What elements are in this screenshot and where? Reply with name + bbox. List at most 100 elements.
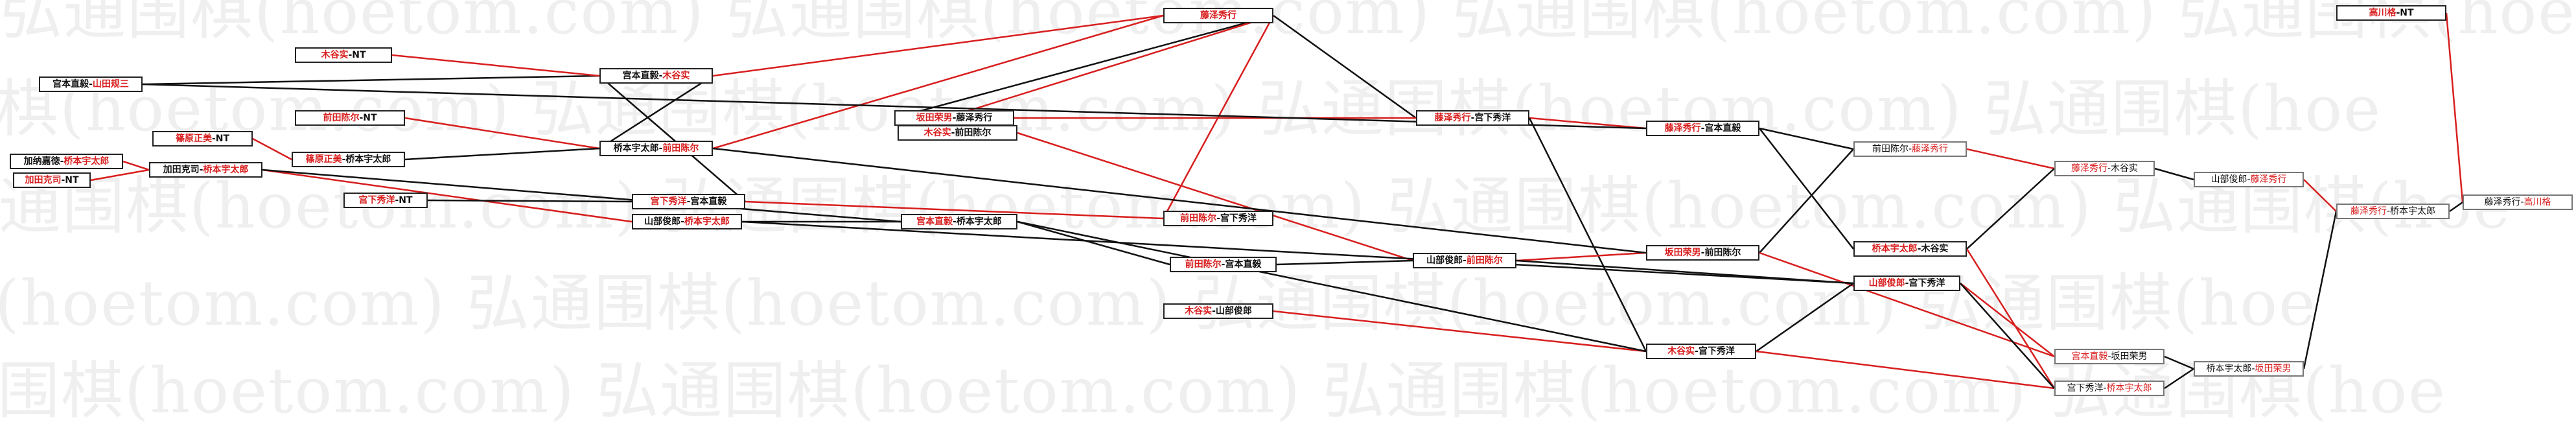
player-a-name: 加纳嘉徳 bbox=[23, 156, 60, 167]
bracket-connector bbox=[391, 54, 600, 77]
player-separator: - bbox=[359, 113, 364, 123]
bracket-connector bbox=[1273, 14, 1417, 119]
player-a-name: 藤泽秀行 bbox=[1200, 10, 1236, 21]
player-separator: - bbox=[61, 175, 65, 185]
match-node: 前田陈尔-宫本直毅 bbox=[1170, 257, 1277, 272]
player-b-name: 前田陈尔 bbox=[662, 143, 699, 154]
match-node: 木谷实-NT bbox=[295, 47, 392, 63]
match-node: 坂田荣男-藤泽秀行 bbox=[894, 110, 1014, 126]
match-node: 桥本宇太郎-坂田荣男 bbox=[2194, 361, 2304, 377]
bracket-connector bbox=[745, 200, 1164, 220]
bracket-connector bbox=[1966, 168, 2055, 250]
player-separator: - bbox=[211, 134, 216, 144]
match-node: 藤泽秀行-桥本宇太郎 bbox=[2336, 204, 2450, 219]
player-separator: - bbox=[1905, 278, 1909, 288]
player-a-name: 宫本直毅 bbox=[916, 217, 953, 227]
bracket-connector bbox=[894, 14, 1274, 119]
match-node: 藤泽秀行-木谷实 bbox=[2054, 161, 2155, 176]
player-a-name: 前田陈尔 bbox=[1185, 259, 1222, 270]
match-node: 宫本直毅-山田规三 bbox=[39, 76, 143, 92]
bracket-connector bbox=[1276, 259, 1413, 266]
player-separator: - bbox=[89, 79, 93, 89]
player-separator: - bbox=[2103, 383, 2107, 393]
match-node: 桥本宇太郎-木谷实 bbox=[1853, 241, 1967, 257]
player-b-name: 桥本宇太郎 bbox=[956, 217, 1002, 227]
match-node: 木谷实-前田陈尔 bbox=[898, 125, 1017, 141]
player-b-name: NT bbox=[2400, 8, 2414, 18]
match-node: 宫本直毅-坂田荣男 bbox=[2054, 349, 2164, 364]
player-b-name: 桥本宇太郎 bbox=[2106, 383, 2152, 393]
match-node: 藤泽秀行-宫下秀洋 bbox=[1416, 110, 1529, 126]
player-b-name: NT bbox=[363, 113, 377, 123]
player-a-name: 加田克司 bbox=[25, 175, 62, 185]
bracket-connector bbox=[2154, 167, 2194, 181]
player-a-name: 山部俊郎 bbox=[2210, 174, 2247, 185]
bracket-connector bbox=[262, 169, 632, 223]
player-separator: - bbox=[953, 217, 957, 227]
player-separator: - bbox=[1908, 144, 1912, 154]
player-b-name: 藤泽秀行 bbox=[2250, 174, 2287, 185]
match-node: 山部俊郎-桥本宇太郎 bbox=[632, 214, 742, 229]
player-separator: - bbox=[686, 196, 691, 207]
bracket-connector bbox=[404, 147, 600, 161]
player-b-name: 宫下秀洋 bbox=[1909, 278, 1945, 288]
match-node: 宫下秀洋-宫本直毅 bbox=[632, 194, 745, 209]
player-separator: - bbox=[342, 154, 346, 165]
player-b-name: 前田陈尔 bbox=[1466, 255, 1503, 266]
player-a-name: 桥本宇太郎 bbox=[1872, 244, 1918, 254]
bracket-connector bbox=[427, 199, 632, 203]
player-a-name: 木谷实 bbox=[1185, 306, 1213, 316]
player-b-name: 藤泽秀行 bbox=[956, 113, 993, 123]
player-a-name: 山部俊郎 bbox=[644, 217, 681, 227]
bracket-connector bbox=[1960, 283, 2055, 357]
bracket-connector bbox=[2303, 211, 2338, 369]
player-b-name: 桥本宇太郎 bbox=[2390, 206, 2436, 217]
player-separator: - bbox=[2107, 163, 2111, 174]
bracket-connector bbox=[1528, 117, 1647, 352]
player-a-name: 宫下秀洋 bbox=[2067, 383, 2104, 393]
match-node: 宫下秀洋-NT bbox=[343, 193, 428, 208]
player-b-name: 前田陈尔 bbox=[1704, 248, 1741, 258]
player-separator: - bbox=[2107, 351, 2111, 362]
player-b-name: 桥本宇太郎 bbox=[345, 154, 391, 165]
player-separator: - bbox=[60, 156, 64, 167]
bracket-connector bbox=[599, 75, 746, 202]
player-b-name: 宫本直毅 bbox=[690, 196, 727, 207]
bracket-connector bbox=[1529, 117, 1647, 130]
player-a-name: 藤泽秀行 bbox=[1434, 113, 1471, 123]
bracket-connector bbox=[1759, 252, 2055, 358]
player-b-name: NT bbox=[399, 195, 413, 205]
player-a-name: 加田克司 bbox=[163, 165, 200, 175]
player-a-name: 宫本直毅 bbox=[2071, 351, 2108, 362]
player-a-name: 木谷实 bbox=[321, 50, 349, 60]
player-b-name: 木谷实 bbox=[1921, 244, 1949, 254]
player-a-name: 坂田荣男 bbox=[1664, 248, 1701, 258]
match-node: 山部俊郎-藤泽秀行 bbox=[2194, 172, 2304, 187]
player-separator: - bbox=[2396, 8, 2400, 18]
player-separator: - bbox=[2247, 174, 2251, 185]
player-separator: - bbox=[1221, 259, 1225, 270]
player-separator: - bbox=[2386, 206, 2391, 217]
bracket-connector bbox=[404, 117, 600, 150]
player-separator: - bbox=[2251, 364, 2255, 374]
player-a-name: 山部俊郎 bbox=[1868, 278, 1905, 288]
match-node: 坂田荣男-前田陈尔 bbox=[1646, 245, 1759, 261]
player-b-name: 宫下秀洋 bbox=[1474, 113, 1511, 123]
player-separator: - bbox=[658, 143, 663, 154]
player-b-name: 宫下秀洋 bbox=[1220, 213, 1257, 224]
player-b-name: 山部俊郎 bbox=[1215, 306, 1252, 316]
player-separator: - bbox=[1470, 113, 1475, 123]
player-separator: - bbox=[199, 165, 203, 175]
player-a-name: 高川格 bbox=[2369, 8, 2396, 18]
player-a-name: 木谷实 bbox=[1667, 346, 1695, 357]
player-a-name: 坂田荣男 bbox=[916, 113, 953, 123]
player-separator: - bbox=[2520, 197, 2524, 207]
bracket-connector bbox=[1017, 220, 1647, 353]
player-b-name: 宫本直毅 bbox=[1704, 123, 1741, 134]
player-a-name: 藤泽秀行 bbox=[2071, 163, 2107, 174]
bracket-connector bbox=[1756, 350, 2055, 390]
bracket-connector bbox=[122, 160, 150, 171]
match-node: 高川格-NT bbox=[2336, 5, 2446, 21]
player-a-name: 宫本直毅 bbox=[622, 71, 659, 81]
